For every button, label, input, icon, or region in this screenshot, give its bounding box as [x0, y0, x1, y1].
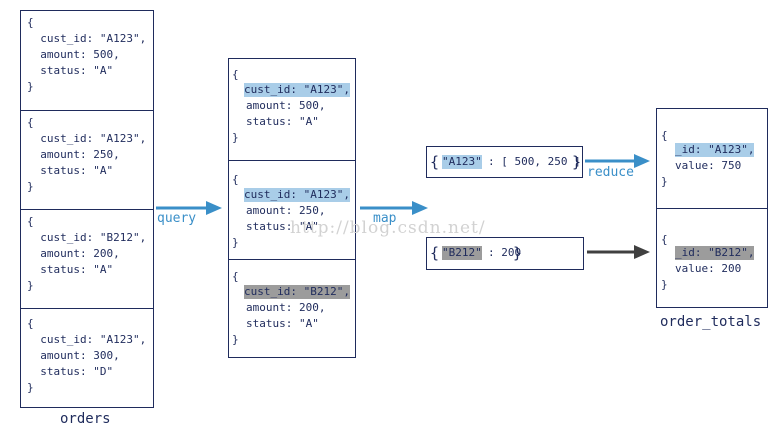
brace-open: {: [430, 244, 440, 262]
result-doc-3: { cust_id: "B212", amount: 200, status: …: [229, 259, 355, 357]
mapped-values: : [ 500, 250 ]: [488, 155, 581, 168]
doc-line: {: [232, 270, 239, 283]
doc-line: }: [232, 131, 239, 144]
doc-line: status: "A": [246, 220, 319, 233]
orders-doc-1: { cust_id: "A123", amount: 500, status: …: [21, 11, 153, 110]
doc-line: amount: 250,: [27, 148, 120, 161]
map-arrow: [360, 201, 428, 215]
doc-line: {: [27, 116, 34, 129]
doc-line: amount: 200,: [246, 301, 326, 314]
result-doc-2: { cust_id: "A123", amount: 250, status: …: [229, 160, 355, 259]
order-totals-caption: order_totals: [660, 314, 762, 330]
doc-line: cust_id: "A123",: [27, 32, 147, 45]
doc-line: }: [27, 381, 34, 394]
highlighted-cust-id: cust_id: "A123",: [244, 188, 350, 202]
orders-collection: { cust_id: "A123", amount: 500, status: …: [20, 10, 154, 408]
mapped-key: "B212": [442, 246, 482, 260]
doc-line: }: [232, 333, 239, 346]
doc-line: {: [27, 215, 34, 228]
doc-line: status: "A": [246, 317, 319, 330]
highlighted-cust-id: cust_id: "A123",: [244, 83, 350, 97]
highlighted-id: _id: "B212",: [675, 246, 755, 260]
doc-line: }: [661, 278, 668, 291]
orders-doc-4: { cust_id: "A123", amount: 300, status: …: [21, 308, 153, 407]
doc-line: {: [27, 317, 34, 330]
doc-line: amount: 500,: [246, 99, 326, 112]
total-doc-1: { _id: "A123", value: 750 }: [657, 109, 767, 208]
doc-line: status: "A": [246, 115, 319, 128]
doc-line: value: 200: [675, 262, 742, 275]
doc-line: status: "A": [27, 164, 114, 177]
doc-line: {: [661, 129, 668, 142]
doc-line: {: [661, 233, 668, 246]
doc-line: }: [27, 80, 34, 93]
doc-line: cust_id: "B212",: [27, 231, 147, 244]
doc-line: amount: 200,: [27, 247, 120, 260]
doc-line: }: [27, 180, 34, 193]
highlighted-cust-id: cust_id: "B212",: [244, 285, 350, 299]
mapped-pair-a123: { "A123" : [ 500, 250 ] }: [426, 146, 583, 178]
doc-line: {: [27, 16, 34, 29]
doc-line: }: [661, 175, 668, 188]
query-label: query: [157, 211, 197, 226]
result-doc-1: { cust_id: "A123", amount: 500, status: …: [229, 59, 355, 160]
doc-line: cust_id: "A123",: [27, 333, 147, 346]
reduce-arrow: [585, 154, 650, 168]
brace-close: }: [513, 244, 523, 262]
orders-doc-3: { cust_id: "B212", amount: 200, status: …: [21, 209, 153, 308]
doc-line: amount: 500,: [27, 48, 120, 61]
mapped-values: : 200: [488, 246, 522, 259]
watermark-text: http://blog.csdn.net/: [290, 218, 486, 238]
doc-line: cust_id: "A123",: [27, 132, 147, 145]
doc-line: }: [232, 236, 239, 249]
reduce-arrow-b212: [587, 245, 650, 259]
order-totals-collection: { _id: "A123", value: 750 } { _id: "B212…: [656, 108, 768, 308]
mapped-key: "A123": [442, 155, 482, 169]
doc-line: amount: 250,: [246, 204, 326, 217]
doc-line: {: [232, 173, 239, 186]
brace-close: }: [572, 153, 582, 171]
doc-line: }: [27, 279, 34, 292]
doc-line: status: "A": [27, 263, 114, 276]
query-results: { cust_id: "A123", amount: 500, status: …: [228, 58, 356, 358]
doc-line: amount: 300,: [27, 349, 120, 362]
map-label: map: [373, 211, 397, 226]
total-doc-2: { _id: "B212", value: 200 }: [657, 208, 767, 307]
brace-open: {: [430, 153, 440, 171]
query-arrow: [156, 201, 222, 215]
mapped-pair-b212: { "B212" : 200 }: [426, 237, 584, 270]
orders-doc-2: { cust_id: "A123", amount: 250, status: …: [21, 110, 153, 209]
highlighted-id: _id: "A123",: [675, 143, 755, 157]
doc-line: status: "A": [27, 64, 114, 77]
doc-line: status: "D": [27, 365, 114, 378]
doc-line: {: [232, 68, 239, 81]
orders-caption: orders: [60, 411, 111, 427]
reduce-label: reduce: [587, 165, 634, 180]
doc-line: value: 750: [675, 159, 742, 172]
